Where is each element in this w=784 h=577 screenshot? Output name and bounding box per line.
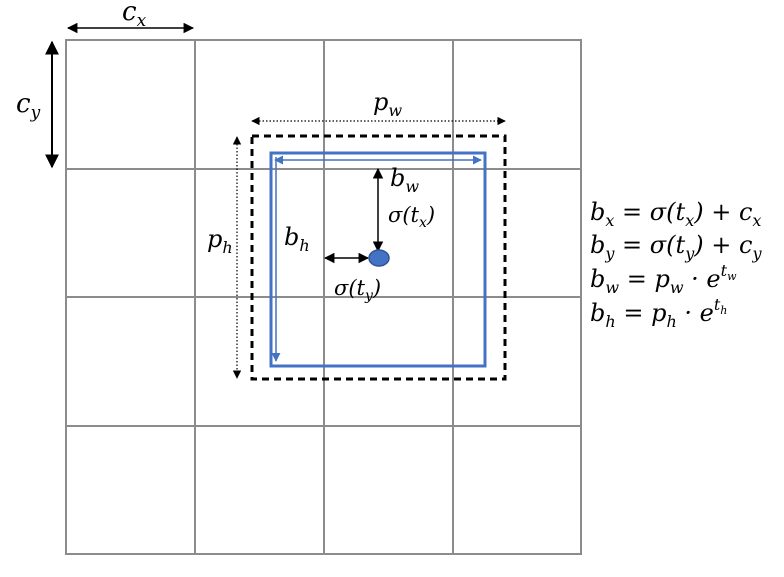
equation-by: by = σ(ty) + cy [590, 231, 762, 263]
cx-label: cx [122, 0, 147, 31]
predicted-box [269, 151, 487, 368]
sigma-ty-pre: σ( [334, 276, 357, 300]
pw-sub: w [388, 101, 402, 120]
bw-sub: w [405, 177, 419, 196]
ph-base: p [207, 225, 222, 253]
bh-label: bh [284, 223, 310, 255]
anchor-box [250, 134, 507, 381]
bh-sub: h [299, 236, 309, 255]
sigma-ty-sub: y [364, 288, 374, 304]
bw-label: bw [390, 164, 419, 196]
sigma-tx-sub: x [419, 215, 427, 231]
sigma-ty-base: t [357, 276, 366, 300]
cx-base: c [122, 0, 137, 27]
sigma-tx-pre: σ( [388, 203, 411, 227]
grid [65, 39, 582, 555]
equation-bw: bw = pw · etw [590, 261, 737, 297]
center-point [368, 249, 390, 267]
ph-sub: h [222, 238, 232, 257]
equation-bx: bx = σ(tx) + cx [590, 198, 761, 230]
sigma-tx-post: ) [426, 203, 435, 227]
cx-sub: x [137, 11, 147, 31]
cy-label: cy [16, 89, 41, 123]
bh-base: b [284, 223, 299, 251]
sigma-ty-label: σ(ty) [334, 276, 381, 304]
equations: bx = σ(tx) + cx by = σ(ty) + cy bw = pw … [590, 198, 762, 331]
sigma-tx-base: t [411, 203, 420, 227]
pw-label: pw [373, 88, 402, 120]
equation-bh: bh = ph · eth [590, 295, 727, 331]
sigma-tx-label: σ(tx) [388, 203, 435, 231]
cy-base: c [16, 89, 31, 119]
cy-sub: y [30, 103, 41, 123]
ph-label: ph [207, 225, 233, 257]
pw-base: p [373, 88, 388, 116]
sigma-ty-post: ) [372, 276, 381, 300]
bw-base: b [390, 164, 405, 192]
